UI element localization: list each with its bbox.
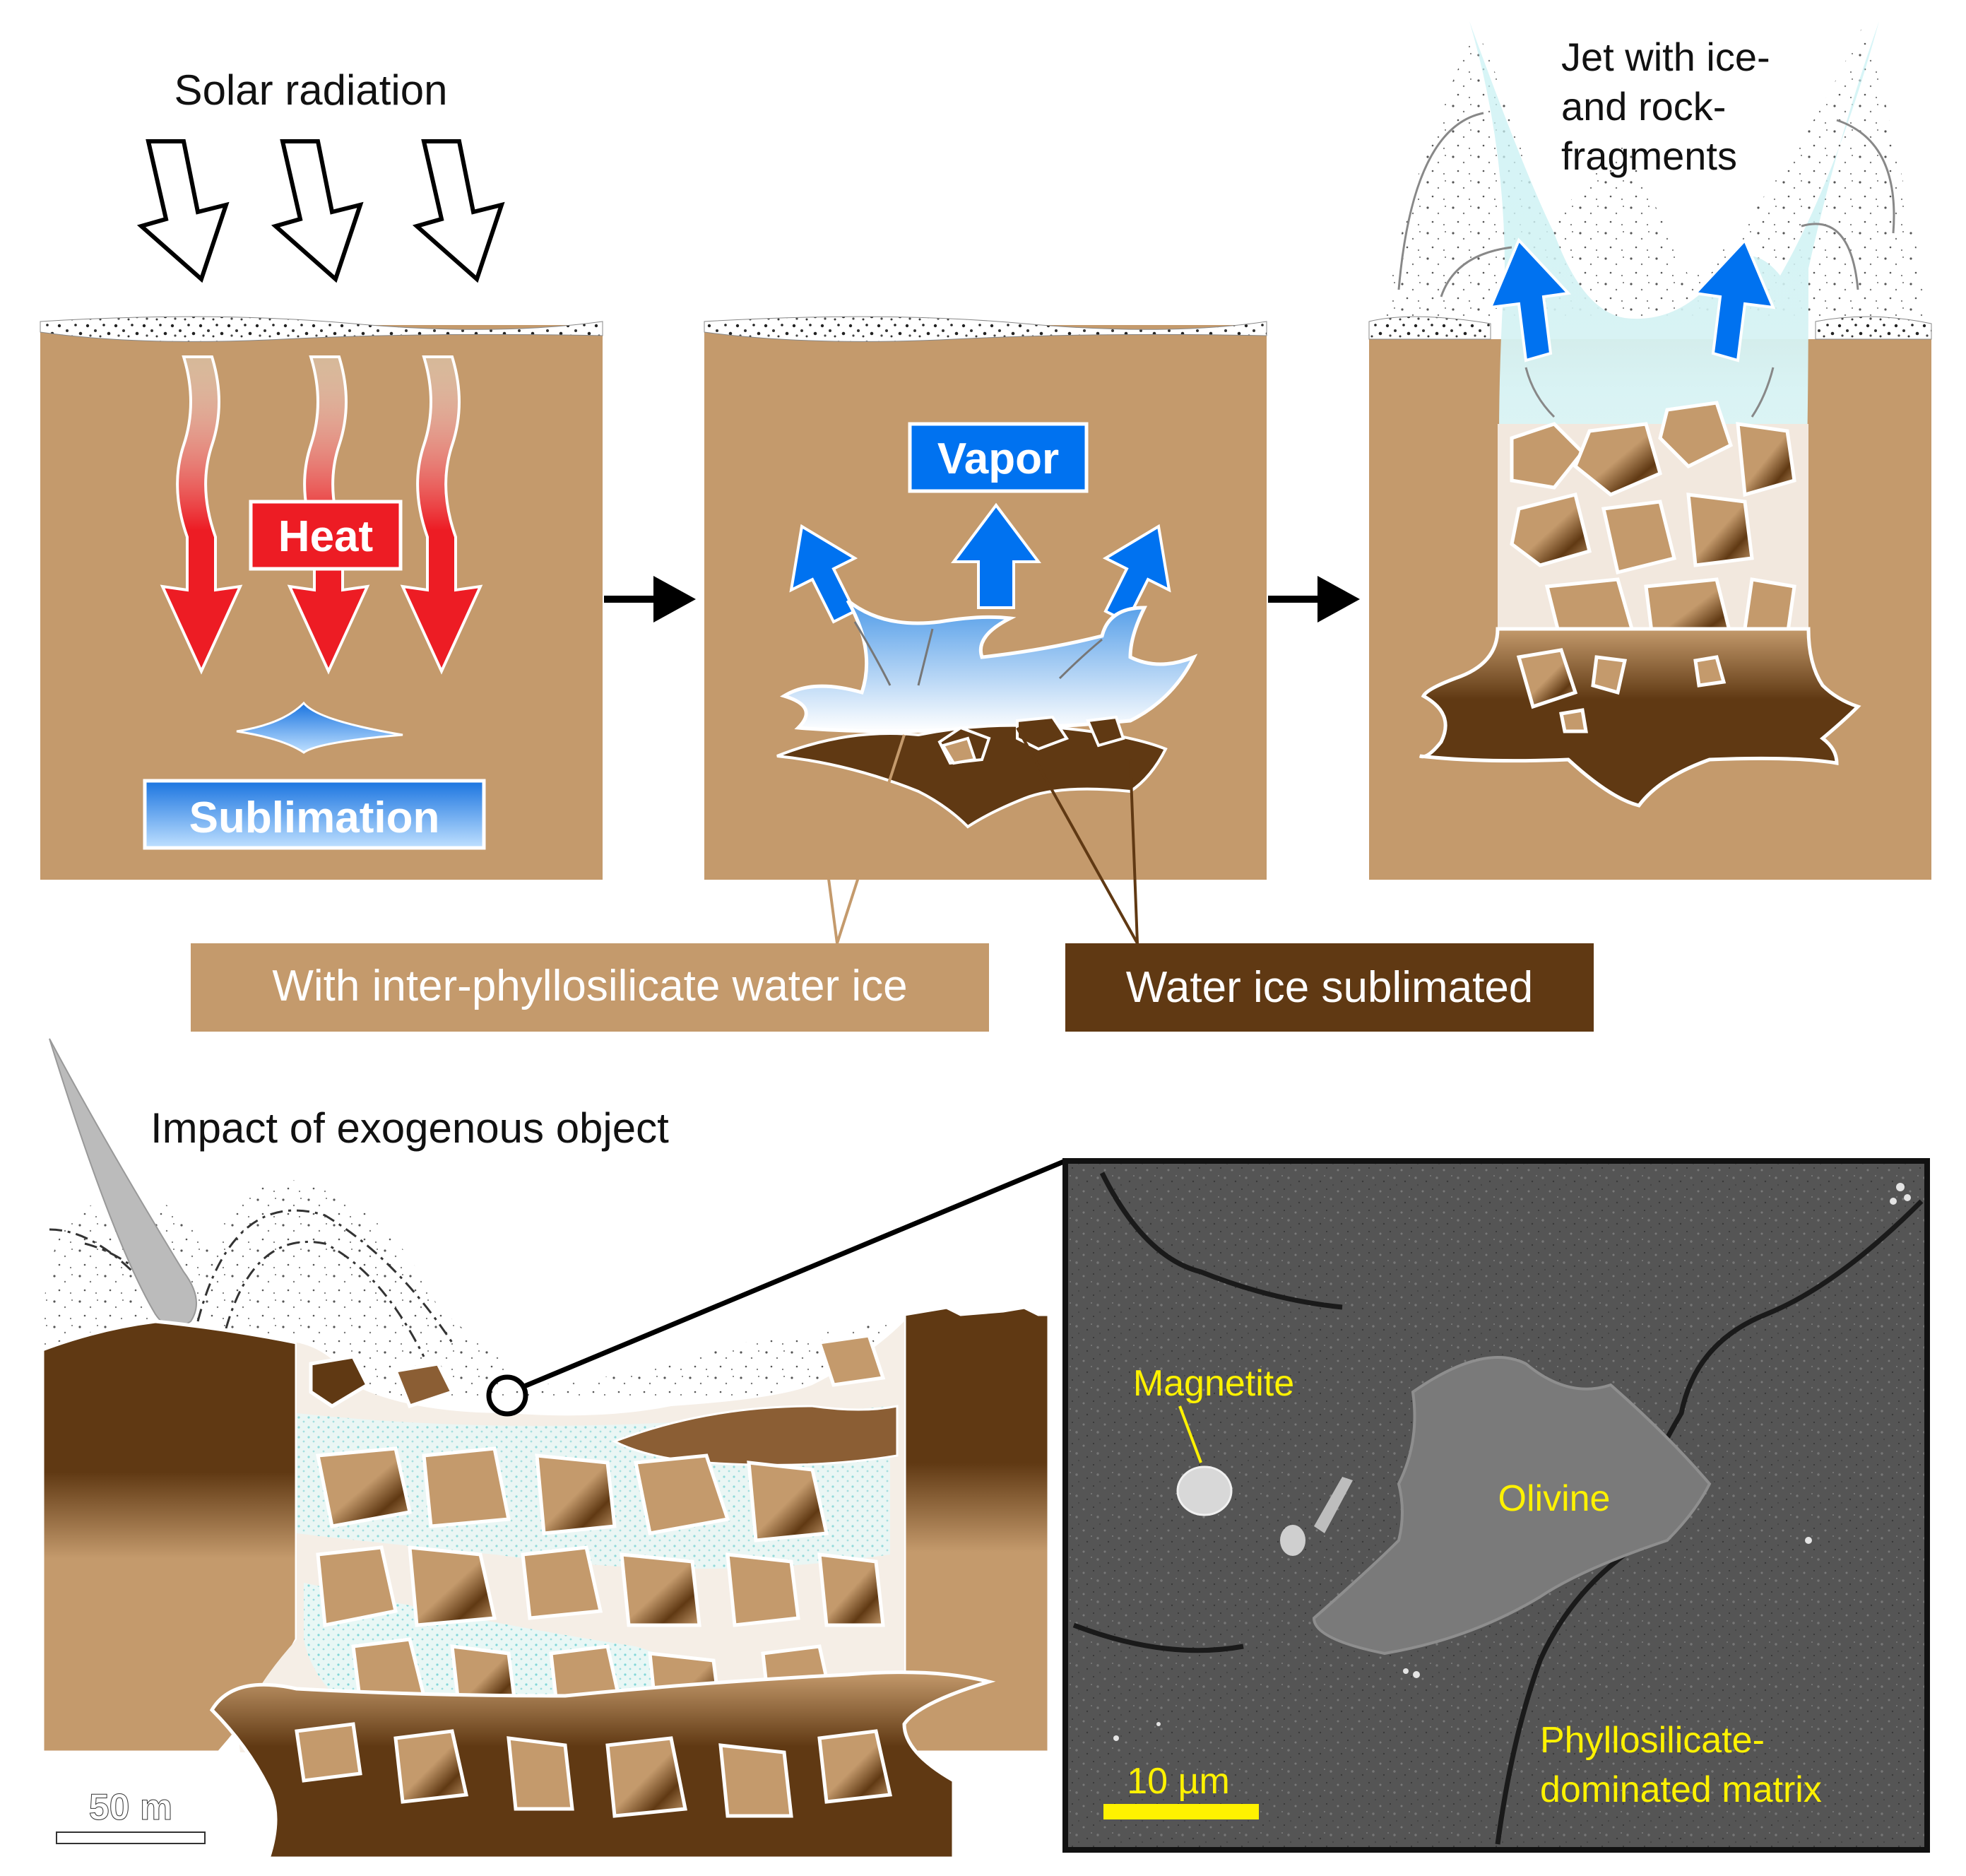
panel-vaporization: Vapor: [704, 316, 1267, 880]
olivine-grain: [1312, 1356, 1712, 1656]
vapor-arrow-icon: [1488, 237, 1776, 362]
scale-10um-label: 10 µm: [1127, 1761, 1230, 1802]
legend-sublimated-box: [1065, 943, 1594, 1032]
rock-blocks: [1516, 648, 1727, 733]
jet-label-line3: fragments: [1561, 134, 1737, 178]
bright-specks: [1113, 1183, 1911, 1741]
flow-arrows: [853, 621, 1103, 686]
solar-arrow-icon: [136, 139, 505, 283]
legend: With inter-phyllosilicate water ice Wate…: [191, 727, 1594, 1032]
panel-impact: Impact of exogenous object: [40, 1038, 1067, 1860]
jet-label-line2: and rock-: [1561, 84, 1726, 129]
solar-radiation-label: Solar radiation: [174, 66, 448, 114]
breccia-blocks: [309, 1333, 886, 1726]
legend-sublimated-label: Water ice sublimated: [1126, 963, 1534, 1012]
olivine-label: Olivine: [1498, 1478, 1611, 1519]
crater-floor: [209, 1670, 996, 1860]
sublimation-label: Sublimation: [189, 794, 440, 842]
magnetite-label: Magnetite: [1133, 1363, 1294, 1404]
jet-label-line1: Jet with ice-: [1561, 35, 1770, 79]
sublimation-badge: [143, 779, 486, 850]
scale-50m-label: 50 m: [89, 1787, 173, 1828]
heat-label: Heat: [278, 512, 373, 561]
surface-regolith: [1815, 316, 1932, 340]
surface-regolith: [40, 316, 603, 342]
legend-with-ice-box: [191, 943, 989, 1032]
vapor-badge: [908, 422, 1089, 493]
process-arrow-icon: [1268, 576, 1360, 623]
surface-regolith: [704, 316, 1267, 342]
process-arrow-icon: [604, 576, 696, 623]
magnetite-leader: [1178, 1405, 1202, 1463]
magnetite-grain: [1176, 1465, 1233, 1516]
vapor-label: Vapor: [937, 435, 1059, 483]
matrix-label-line1: Phyllosilicate-: [1540, 1720, 1765, 1761]
zoom-circle: [486, 1374, 528, 1417]
panel-jet: Jet with ice- and rock- fragments: [1368, 21, 1932, 880]
heat-badge: [249, 500, 403, 571]
vapor-arrow-icon: [789, 502, 1171, 624]
bright-grain: [1280, 1525, 1305, 1556]
impact-label: Impact of exogenous object: [150, 1104, 669, 1152]
zoom-connector: [523, 1158, 1067, 1389]
floor-blocks: [295, 1722, 893, 1818]
ice-lens: [236, 701, 403, 754]
matrix-label-line2: dominated matrix: [1540, 1769, 1822, 1810]
impactor-icon: [49, 1038, 197, 1328]
legend-with-ice-label: With inter-phyllosilicate water ice: [272, 962, 907, 1010]
panel-heating: Solar radiation Heat Sublimation: [40, 66, 603, 880]
sem-image: Magnetite Olivine Phyllosilicate- domina…: [1062, 1158, 1930, 1853]
flow-arrows: [1397, 112, 1895, 418]
scale-50m-bar: [56, 1831, 206, 1844]
bright-grain: [1314, 1477, 1353, 1533]
rock-fragments: [937, 715, 1125, 765]
surface-regolith: [1368, 316, 1491, 340]
scale-10um-bar: [1103, 1804, 1259, 1819]
sublimated-layer: [776, 724, 1168, 829]
